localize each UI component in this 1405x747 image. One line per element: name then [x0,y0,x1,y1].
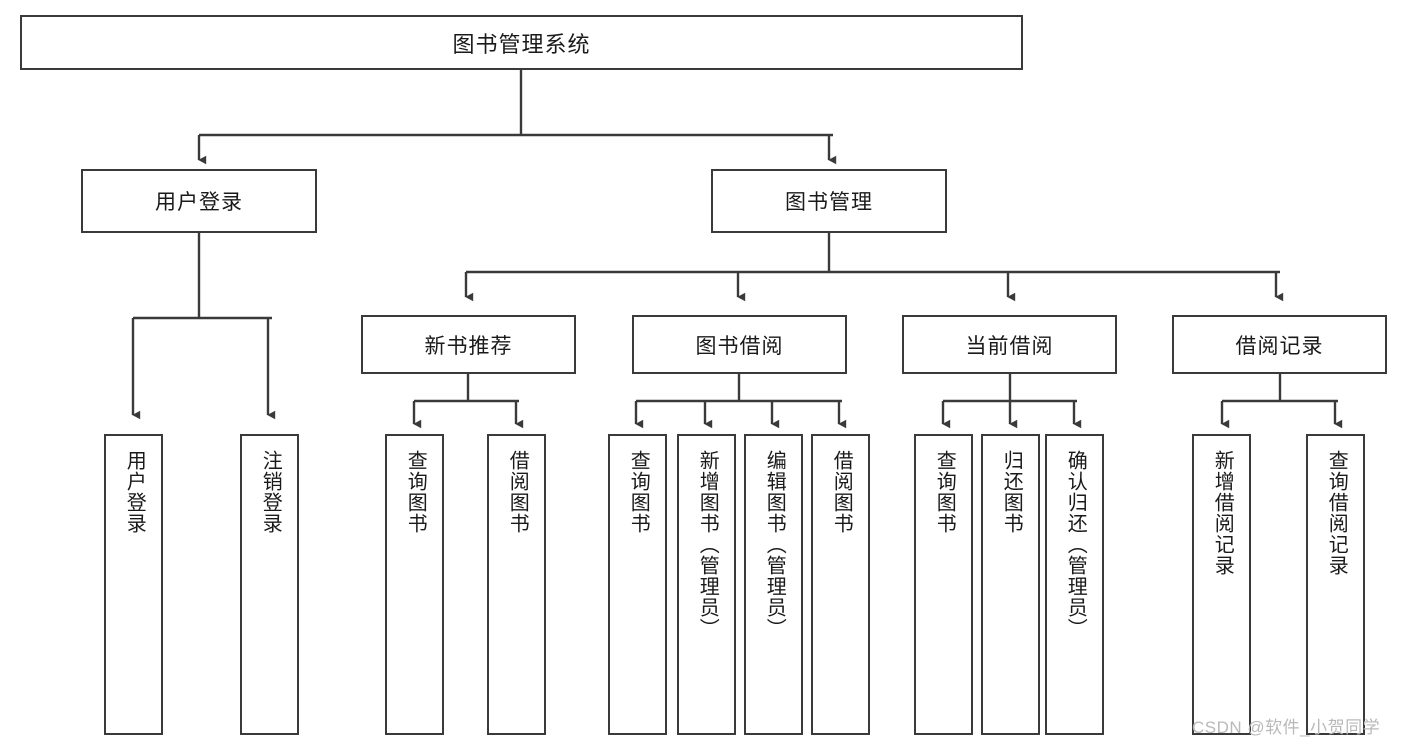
node-leaf-return-book[interactable]: 归还图书 [981,434,1040,735]
node-leaf-query-book-3[interactable]: 查询图书 [914,434,973,735]
node-current-borrow-label: 当前借阅 [965,334,1054,358]
node-leaf-query-book-2[interactable]: 查询图书 [608,434,667,735]
node-book-management[interactable]: 图书管理 [711,169,947,233]
node-leaf-query-book-1-label: 查询图书 [404,450,427,534]
node-current-borrow[interactable]: 当前借阅 [902,315,1117,374]
node-leaf-edit-book[interactable]: 编辑图书（管理员） [744,434,803,735]
node-leaf-query-borrow-record-label: 查询借阅记录 [1325,450,1348,576]
node-leaf-user-login[interactable]: 用户登录 [104,434,163,735]
node-leaf-user-logout[interactable]: 注销登录 [240,434,299,735]
csdn-watermark: CSDN @软件_小贺同学 [1192,718,1381,737]
node-leaf-confirm-return[interactable]: 确认归还（管理员） [1045,434,1104,735]
node-leaf-add-borrow-record[interactable]: 新增借阅记录 [1192,434,1251,735]
node-borrow-record-label: 借阅记录 [1235,334,1324,358]
node-new-book-recommend-label: 新书推荐 [424,334,513,358]
node-leaf-add-book[interactable]: 新增图书（管理员） [677,434,736,735]
node-book-management-label: 图书管理 [785,191,873,214]
node-leaf-query-borrow-record[interactable]: 查询借阅记录 [1306,434,1365,735]
node-book-borrow[interactable]: 图书借阅 [632,315,847,374]
node-leaf-borrow-book-2-label: 借阅图书 [830,450,853,534]
node-leaf-edit-book-label: 编辑图书（管理员） [763,450,786,639]
node-leaf-query-book-1[interactable]: 查询图书 [385,434,444,735]
node-leaf-confirm-return-label: 确认归还（管理员） [1064,450,1087,639]
node-leaf-return-book-label: 归还图书 [1000,450,1023,534]
node-new-book-recommend[interactable]: 新书推荐 [361,315,576,374]
node-book-borrow-label: 图书借阅 [695,334,784,358]
node-leaf-user-logout-label: 注销登录 [259,450,282,534]
node-leaf-borrow-book-1-label: 借阅图书 [506,450,529,534]
node-leaf-borrow-book-2[interactable]: 借阅图书 [811,434,870,735]
node-leaf-borrow-book-1[interactable]: 借阅图书 [487,434,546,735]
node-leaf-user-login-label: 用户登录 [123,450,146,534]
node-leaf-add-borrow-record-label: 新增借阅记录 [1211,450,1234,576]
node-user-login[interactable]: 用户登录 [81,169,317,233]
node-leaf-query-book-3-label: 查询图书 [933,450,956,534]
node-leaf-query-book-2-label: 查询图书 [627,450,650,534]
node-borrow-record[interactable]: 借阅记录 [1172,315,1387,374]
node-leaf-add-book-label: 新增图书（管理员） [696,450,719,639]
node-root-book-management-system[interactable]: 图书管理系统 [20,15,1023,70]
node-user-login-label: 用户登录 [155,191,243,214]
node-root-label: 图书管理系统 [452,31,591,57]
